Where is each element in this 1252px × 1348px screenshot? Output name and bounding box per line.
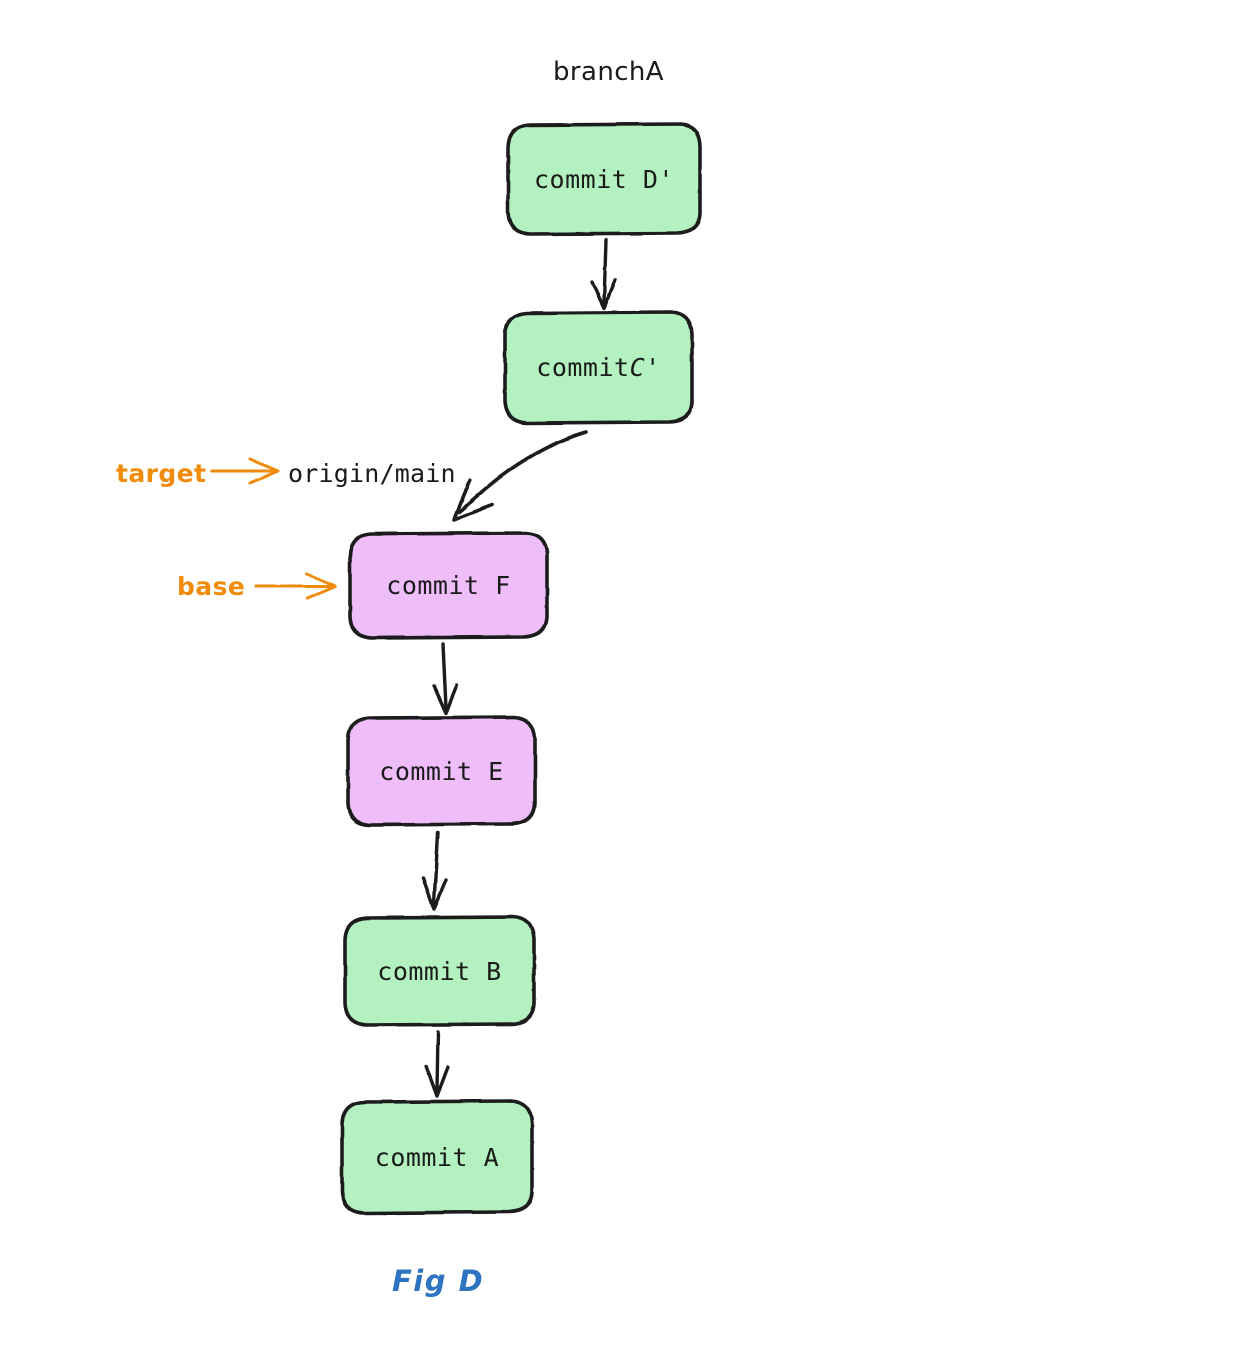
node-box-commit-d-prime — [506, 122, 702, 236]
annotation-label-base: base — [177, 572, 246, 601]
edge-commit-d-prime-to-commit-c-prime — [590, 238, 617, 310]
annotation-arrow-target — [210, 457, 280, 485]
annotation-label-target: target — [116, 459, 207, 488]
node-box-commit-a — [340, 1099, 534, 1215]
node-box-commit-f — [348, 531, 549, 640]
figure-caption: Fig D — [392, 1264, 485, 1298]
branch-label-branchA: branchA — [553, 57, 664, 87]
edge-commit-b-to-commit-a — [424, 1030, 450, 1098]
edge-commit-f-to-commit-e — [432, 642, 459, 715]
ref-label-origin-main: origin/main — [288, 459, 456, 488]
node-box-commit-b — [343, 915, 536, 1027]
edge-commit-e-to-commit-b — [421, 831, 448, 911]
annotation-arrow-base — [254, 572, 337, 600]
edge-commit-c-prime-to-commit-f — [452, 430, 588, 522]
node-box-commit-e — [346, 715, 537, 827]
node-box-commit-c-prime — [503, 310, 694, 425]
